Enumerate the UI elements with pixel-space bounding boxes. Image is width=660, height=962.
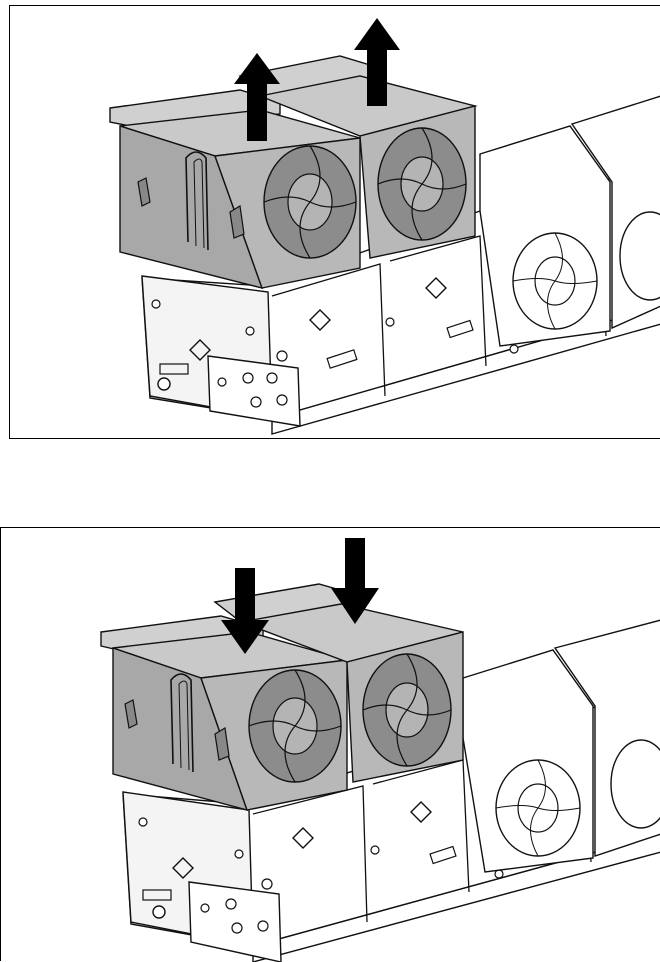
removal-illustration [10, 6, 660, 440]
installation-illustration-panel [0, 527, 660, 961]
installed-fan-3 [463, 650, 593, 872]
removal-illustration-panel [9, 5, 660, 439]
installed-fan-3 [480, 126, 610, 346]
installation-illustration [1, 528, 660, 962]
